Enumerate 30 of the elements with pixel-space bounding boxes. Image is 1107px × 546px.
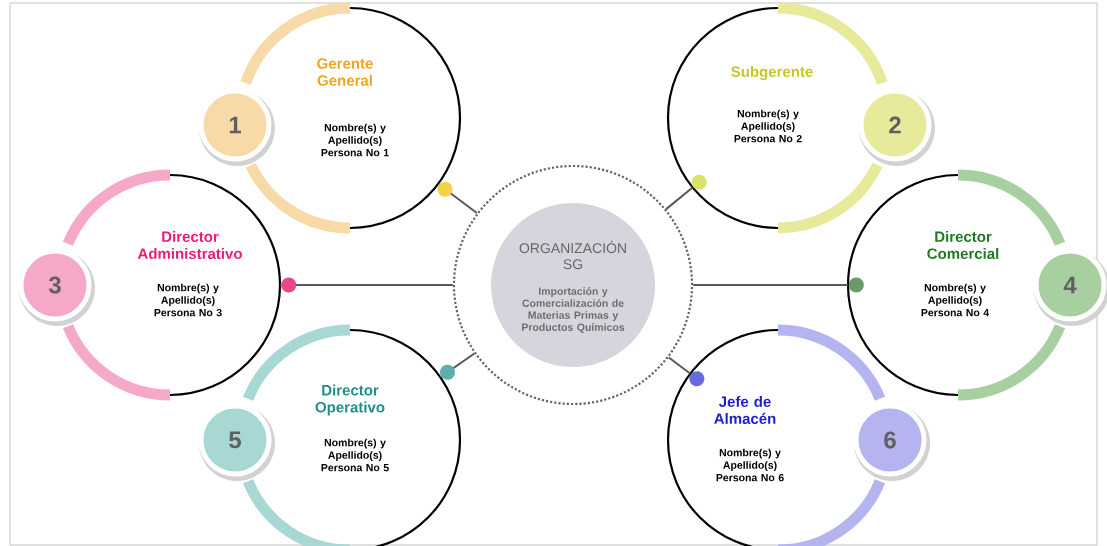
connector-line [665,174,707,211]
role-title: Director Administrativo [137,231,242,259]
person-name: Nombre(s) y Apellido(s) Persona No 4 [921,283,990,317]
connector-line [667,356,705,387]
person-name: Nombre(s) y Apellido(s) Persona No 6 [716,448,784,482]
person-name: Nombre(s) y Apellido(s) Persona No 5 [321,438,389,472]
role-circle [846,169,1065,401]
connector-line [279,277,454,293]
role-circle [666,2,888,234]
role-title: Subgerente [731,65,813,80]
number-badge: 3 [18,248,95,326]
role-title: Director Comercial [927,231,999,259]
number-badge: 2 [858,88,935,166]
connector-line [692,277,864,293]
number-badge: 5 [198,403,275,481]
role-circle [240,2,462,234]
number-badge: 6 [853,403,930,481]
person-name: Nombre(s) y Apellido(s) Persona No 3 [154,283,222,317]
person-name: Nombre(s) y Apellido(s) Persona No 2 [734,109,802,143]
role-title: Gerente General [317,58,373,86]
role-title: Jefe de Almacén [714,396,776,424]
person-name: Nombre(s) y Apellido(s) Persona No 1 [321,123,389,157]
role-circle [666,324,885,546]
role-circle [63,169,282,401]
role-title: Director Operativo [315,384,385,416]
connector-line [437,181,478,214]
role-circle [243,324,462,546]
connector-line [439,352,476,380]
number-badge: 4 [1033,248,1107,326]
number-badge: 1 [198,88,275,166]
